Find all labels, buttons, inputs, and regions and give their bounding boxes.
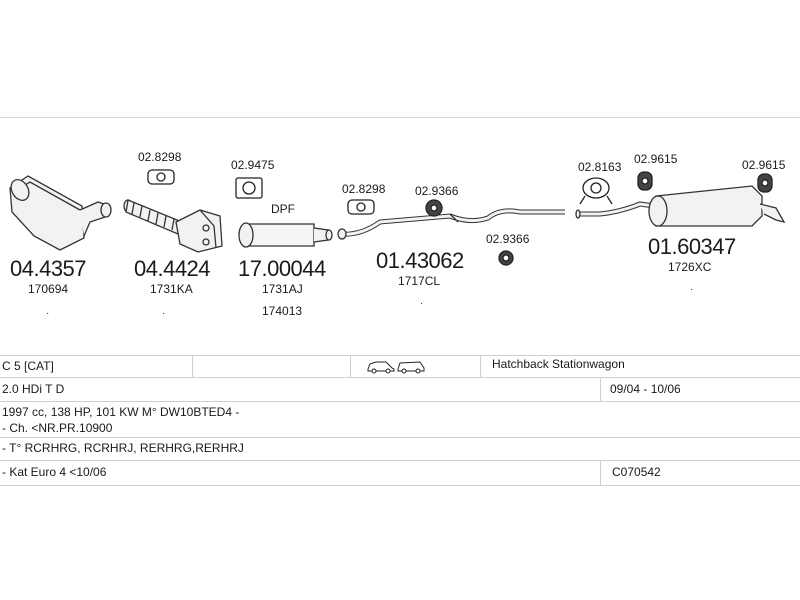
accessory-label: 02.9615 <box>634 152 678 166</box>
catalytic-converter-part <box>9 175 112 251</box>
table-row-divider <box>0 437 800 438</box>
gasket-icon <box>235 177 263 199</box>
part-number: 01.60347 <box>648 234 736 259</box>
parts-drawing <box>9 169 786 266</box>
part-reference: 174013 <box>262 304 303 318</box>
part-number: 01.43062 <box>376 248 464 273</box>
table-row-divider <box>0 377 800 378</box>
rubber-mount-icon <box>498 250 514 266</box>
body-type-icons <box>366 358 426 379</box>
rubber-mount-icon <box>757 173 773 193</box>
table-row-divider <box>0 485 800 486</box>
years-cell: 09/04 - 10/06 <box>610 382 681 396</box>
accessory-label: 02.8163 <box>578 160 622 174</box>
accessory-label: 02.8298 <box>342 182 386 196</box>
accessory-label: 02.8298 <box>138 150 182 164</box>
accessory-label: 02.9366 <box>486 232 530 246</box>
table-row-divider <box>0 355 800 356</box>
model-cell: C 5 [CAT] <box>2 359 54 373</box>
table-col-divider <box>192 355 193 377</box>
types-cell: - T° RCRHRG, RCRHRJ, RERHRG,RERHRJ <box>2 441 244 455</box>
rubber-mount-icon <box>425 199 443 217</box>
table-row-divider <box>0 401 800 402</box>
marker-dot: · <box>690 284 694 295</box>
car-stationwagon-icon <box>397 361 425 374</box>
specs-cell: 1997 cc, 138 HP, 101 KW M° DW10BTED4 - <box>2 405 240 419</box>
car-hatchback-icon <box>367 361 395 374</box>
rubber-mount-icon <box>637 171 653 191</box>
accessory-label: 02.9366 <box>415 184 459 198</box>
accessory-label: 02.9615 <box>742 158 786 172</box>
marker-dot: · <box>420 298 424 309</box>
part-number: 17.00044 <box>238 256 326 281</box>
dpf-label: DPF <box>271 202 295 216</box>
rear-silencer-part <box>575 185 786 227</box>
chassis-cell: - Ch. <NR.PR.10900 <box>2 421 113 435</box>
clamp-icon <box>147 169 175 185</box>
dpf-part <box>238 222 333 248</box>
flex-pipe-part <box>123 199 223 253</box>
body-types-cell: Hatchback Stationwagon <box>492 357 625 371</box>
part-reference: 1731AJ <box>262 282 303 296</box>
clamp-icon <box>347 199 375 215</box>
part-number: 04.4424 <box>134 256 211 281</box>
part-reference: 170694 <box>28 282 69 296</box>
code-cell: C070542 <box>612 465 661 479</box>
table-col-divider <box>600 460 601 485</box>
part-reference: 1726XC <box>668 260 712 274</box>
table-col-divider <box>480 355 481 377</box>
accessory-label: 02.9475 <box>231 158 275 172</box>
engine-cell: 2.0 HDi T D <box>2 382 65 396</box>
intermediate-pipe-part <box>337 208 565 240</box>
part-reference: 1731KA <box>150 282 193 296</box>
part-number: 04.4357 <box>10 256 87 281</box>
part-reference: 1717CL <box>398 274 441 288</box>
marker-dot: · <box>46 308 50 319</box>
table-col-divider <box>350 355 351 377</box>
table-row-divider <box>0 460 800 461</box>
clamp-ring-icon <box>579 177 613 205</box>
kat-cell: - Kat Euro 4 <10/06 <box>2 465 107 479</box>
marker-dot: · <box>162 308 166 319</box>
table-col-divider <box>600 377 601 401</box>
top-divider <box>0 117 800 118</box>
